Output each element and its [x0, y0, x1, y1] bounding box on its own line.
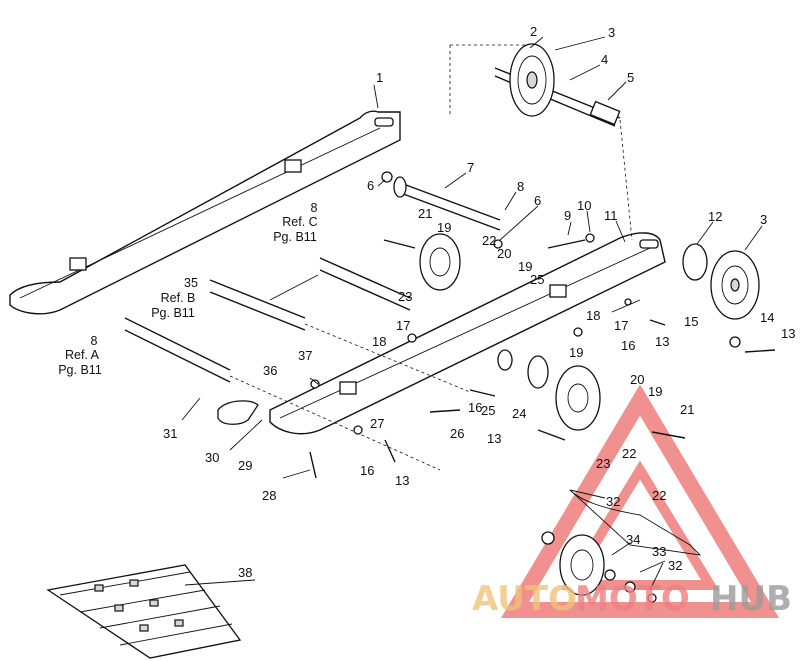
callout-34: 34: [626, 532, 640, 547]
ref-b-number: 35: [184, 276, 198, 290]
callout-22c: 22: [652, 488, 666, 503]
callout-21b: 21: [680, 402, 694, 417]
callout-22b: 22: [622, 446, 636, 461]
callout-19b: 19: [518, 259, 532, 274]
callout-33: 33: [652, 544, 666, 559]
ref-a-page: Pg. B11: [58, 363, 102, 377]
callout-3b: 3: [760, 212, 767, 227]
callout-5: 5: [627, 70, 634, 85]
callout-16b: 16: [468, 400, 482, 415]
callout-9: 9: [564, 208, 571, 223]
callout-17: 17: [396, 318, 410, 333]
callout-38: 38: [238, 565, 252, 580]
callout-16c: 16: [360, 463, 374, 478]
hardware-bolts: [309, 171, 776, 603]
ref-block-c: 8 Ref. C Pg. B11: [273, 201, 318, 244]
callout-19c: 19: [569, 345, 583, 360]
ref-b-page: Pg. B11: [151, 306, 195, 320]
callout-11: 11: [604, 208, 618, 223]
callout-18: 18: [372, 334, 386, 349]
callout-13b: 13: [781, 326, 795, 341]
callout-13c: 13: [487, 431, 501, 446]
callout-30: 30: [205, 450, 219, 465]
ref-b-label: Ref. B: [161, 291, 196, 305]
callout-25: 25: [530, 272, 544, 287]
ref-a-label: Ref. A: [65, 348, 100, 362]
callout-36: 36: [263, 363, 277, 378]
callout-20: 20: [497, 246, 511, 261]
callout-19: 19: [437, 220, 451, 235]
callout-15: 15: [684, 314, 698, 329]
callout-31: 31: [163, 426, 177, 441]
track-section-icon: [46, 564, 242, 659]
callout-18b: 18: [586, 308, 600, 323]
callout-labels: 1 2 3 4 5 6 7 8 6 9 10 11 12 3 21 19 22 …: [163, 24, 795, 580]
callout-19d: 19: [648, 384, 662, 399]
callout-8: 8: [517, 179, 524, 194]
callout-32: 32: [606, 494, 620, 509]
callout-10: 10: [577, 198, 591, 213]
cross-shafts: [124, 176, 501, 471]
ref-c-number: 8: [311, 201, 318, 215]
ref-c-page: Pg. B11: [273, 230, 317, 244]
callout-13: 13: [655, 334, 669, 349]
callout-24: 24: [512, 406, 526, 421]
callout-13d: 13: [395, 473, 409, 488]
callout-2: 2: [530, 24, 537, 39]
ref-c-label: Ref. C: [282, 215, 317, 229]
watermark-triangle-icon: [500, 384, 780, 618]
callout-22: 22: [482, 233, 496, 248]
callout-27: 27: [370, 416, 384, 431]
slide-rail-right: [269, 232, 666, 435]
callout-6: 6: [367, 178, 374, 193]
idler-bracket: [569, 489, 702, 556]
callout-23b: 23: [596, 456, 610, 471]
callout-3: 3: [608, 25, 615, 40]
watermark-logo: AUTO MOTO HUB: [472, 579, 792, 619]
watermark-part-2: MOTO: [575, 579, 690, 619]
callout-14: 14: [760, 310, 774, 325]
callout-4: 4: [601, 52, 608, 67]
rail-clip: [217, 400, 259, 425]
slide-rail-left: [9, 110, 401, 315]
watermark-part-1: AUTO: [472, 579, 577, 619]
callout-7: 7: [467, 160, 474, 175]
ref-a-number: 8: [91, 334, 98, 348]
callout-25b: 25: [481, 403, 495, 418]
callout-26: 26: [450, 426, 464, 441]
watermark-part-3: HUB: [710, 579, 792, 619]
callout-12: 12: [708, 209, 722, 224]
callout-37-label: 37: [298, 348, 312, 363]
callout-17b: 17: [614, 318, 628, 333]
callout-32b: 32: [668, 558, 682, 573]
rear-axle-assembly: [449, 43, 633, 241]
callout-6b: 6: [534, 193, 541, 208]
leader-lines: [181, 36, 763, 591]
ref-block-b: 35 Ref. B Pg. B11: [151, 276, 198, 320]
callout-21: 21: [418, 206, 432, 221]
idler-wheels: [419, 233, 760, 596]
callout-28: 28: [262, 488, 276, 503]
callout-1: 1: [376, 70, 383, 85]
callout-16: 16: [621, 338, 635, 353]
ref-block-a: 8 Ref. A Pg. B11: [58, 334, 102, 377]
callout-29: 29: [238, 458, 252, 473]
callout-23: 23: [398, 289, 412, 304]
callout-20b: 20: [630, 372, 644, 387]
